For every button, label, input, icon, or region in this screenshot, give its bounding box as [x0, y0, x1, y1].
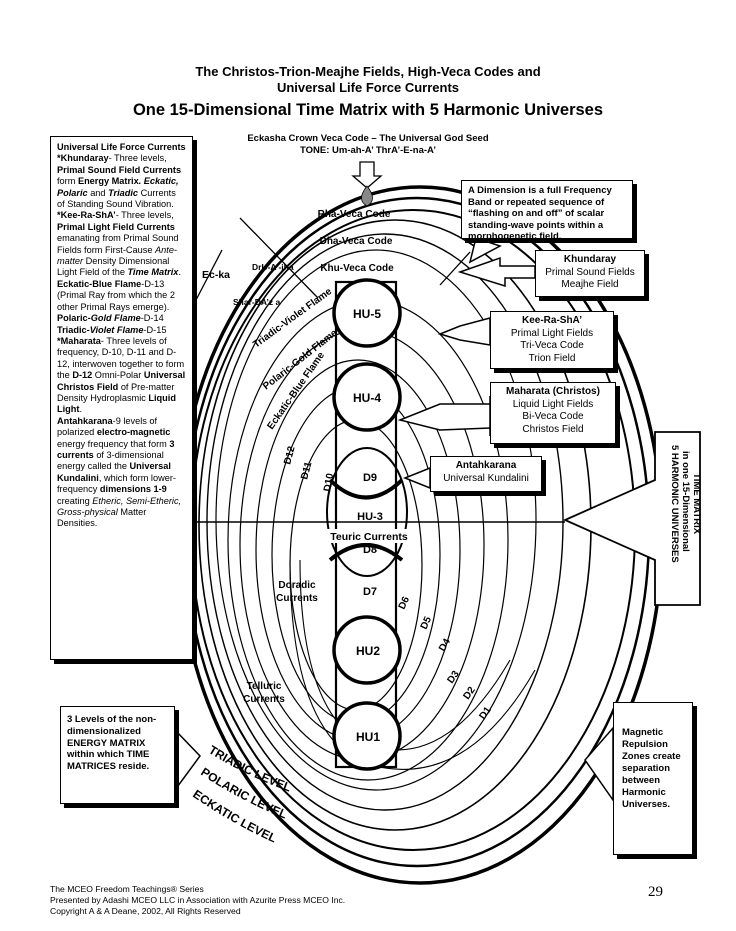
seed-drop-icon [361, 185, 373, 207]
page-title: One 15-Dimensional Time Matrix with 5 Ha… [132, 101, 604, 119]
d6-label: D6 [397, 595, 413, 612]
keerasha-callout: Kee-Ra-ShA’ Primal Light Fields Tri-Veca… [490, 311, 614, 369]
khundaray-callout: Khundaray Primal Sound Fields Meajhe Fie… [535, 250, 645, 297]
title-line-1: The Christos-Trion-Meajhe Fields, High-V… [195, 64, 541, 79]
maharata-callout: Maharata (Christos) Liquid Light Fields … [490, 382, 616, 444]
d8-label: D8 [363, 544, 377, 556]
hu-5-label: HU-5 [353, 307, 381, 321]
antahkarana-callout: Antahkarana Universal Kundalini [430, 456, 542, 492]
crown-code-label: Eckasha Crown Veca Code – The Universal … [247, 133, 489, 144]
d4-label: D4 [437, 637, 453, 654]
hu-1-label: HU1 [356, 730, 380, 744]
page-number: 29 [648, 884, 663, 900]
hu-5-circle [332, 278, 402, 348]
energy-matrix-box: 3 Levels of the non-dimensionalized ENER… [60, 706, 175, 804]
title-line-2: Universal Life Force Currents [276, 80, 460, 95]
d12-label: D12 [282, 445, 297, 466]
telluric-label-2: Currents [243, 694, 285, 705]
d11-label: D11 [299, 460, 314, 480]
dha-veca-code-label: Dha-Veca Code [320, 236, 393, 247]
dru-label: DrU-A’-jha [252, 262, 294, 272]
telluric-label-1: Telluric [247, 681, 282, 692]
hu-2-circle [332, 615, 402, 685]
shar-label: Shar-DA’z a [233, 297, 281, 307]
d2-label: D2 [461, 685, 478, 702]
magnetic-repulsion-box: Magnetic Repulsion Zones create separati… [613, 702, 693, 855]
footer-credits: The MCEO Freedom Teachings® Series Prese… [50, 884, 346, 916]
doradic-label-2: Currents [276, 593, 318, 604]
harmonic-universes-text: 5 HARMONIC UNIVERSES in one 15-Dimension… [669, 445, 702, 563]
ecka-label: Ec-ka [202, 269, 230, 281]
doradic-label-1: Doradic [278, 580, 316, 591]
dimension-definition-box: A Dimension is a full Frequency Band or … [461, 180, 633, 242]
d9-label: D9 [363, 472, 377, 484]
crown-tone-label: TONE: Um-ah-A’ ThrA’-E-na-A’ [299, 145, 436, 156]
svg-text:in one 15-Dimensional: in one 15-Dimensional [680, 451, 691, 552]
harmonic-column [334, 280, 398, 769]
life-force-currents-box: Universal Life Force Currents *Khundaray… [50, 136, 193, 660]
svg-text:TIME MATRIX: TIME MATRIX [691, 473, 702, 535]
khu-veca-code-label: Khu-Veca Code [320, 263, 394, 274]
svg-text:5 HARMONIC UNIVERSES: 5 HARMONIC UNIVERSES [669, 445, 680, 563]
hu-4-circle [332, 362, 402, 432]
d3-label: D3 [445, 669, 462, 686]
hu-1-circle [332, 701, 402, 771]
teuric-currents-label: Teuric Currents [330, 531, 408, 543]
d5-label: D5 [419, 615, 435, 632]
d10-label: D10 [322, 472, 336, 492]
hu-4-label: HU-4 [353, 391, 381, 405]
hu-2-label: HU2 [356, 644, 380, 658]
hu-3-label: HU-3 [357, 511, 383, 523]
harmonic-universes-arrow [562, 431, 701, 606]
crown-arrow-icon [351, 161, 383, 189]
rha-veca-code-label: Rha-Veca Code [318, 209, 391, 220]
d7-label: D7 [363, 586, 377, 598]
